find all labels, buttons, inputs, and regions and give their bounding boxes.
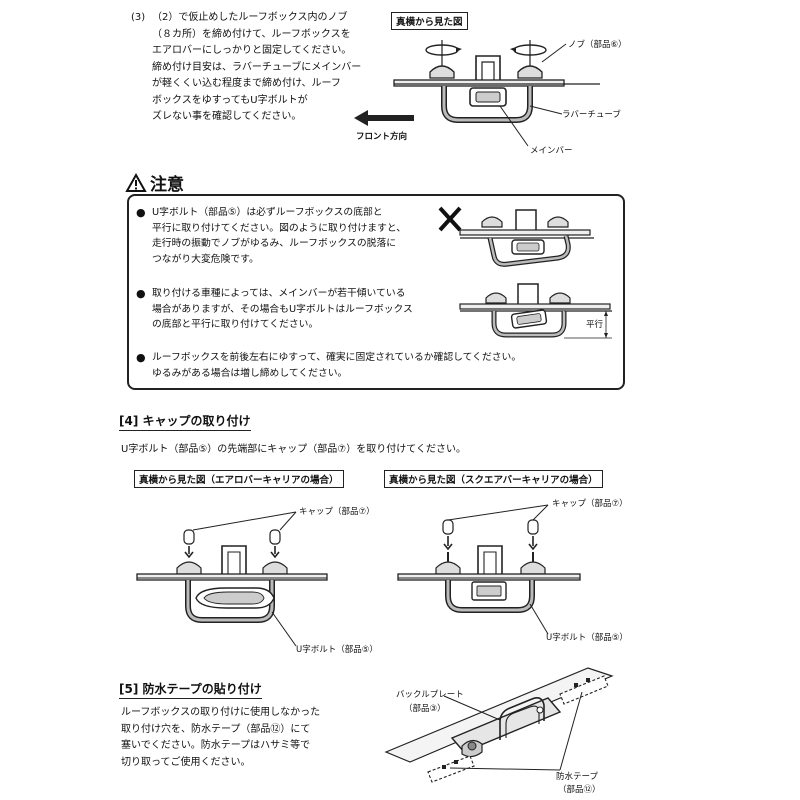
ubolt-label-left: U字ボルト（部品⑤） (296, 645, 378, 655)
ubolt-label-right: U字ボルト（部品⑤） (546, 633, 628, 643)
section4-drawings (136, 504, 581, 647)
caution-line: 取り付ける車種によっては、メインバーが若干傾いている (152, 288, 406, 299)
parallel-label: 平行 (586, 320, 604, 330)
step3-line: （８カ所）を締め付けて、ルーフボックスを (152, 28, 351, 40)
step3-line: 締め付け目安は、ラバーチューブにメインバー (152, 61, 362, 73)
step3-line: が軽くくい込む程度まで締め付け、ルーフ (152, 78, 341, 89)
caution-line: つながり大変危険です。 (152, 253, 259, 265)
bullet: ● (136, 206, 146, 219)
buckle-plate-part-label: （部品③） (404, 704, 446, 714)
cap-label-left: キャップ（部品⑦） (299, 507, 375, 517)
caution-item: ● U字ボルト（部品⑤）は必ずルーフボックスの底部と 平行に取り付けてください。… (136, 205, 406, 267)
fig-left-title: 真横から見た図（エアロバーキャリアの場合） (134, 470, 344, 488)
section5-line: 塞いでください。防水テープはハサミ等で (121, 740, 311, 751)
section4-heading: [4] キャップの取り付け (119, 412, 251, 431)
caution-title: 注意 (150, 175, 184, 195)
warning-icon (125, 172, 147, 192)
step3-number: (3) (131, 12, 146, 23)
caution-item: ● 取り付ける車種によっては、メインバーが若干傾いている 場合がありますが、その… (136, 286, 413, 333)
caution-box (127, 194, 625, 390)
fig-right-title: 真横から見た図（スクエアバーキャリアの場合） (384, 470, 603, 488)
bullet: ● (136, 351, 146, 364)
fig1-drawing (354, 40, 600, 147)
main-bar-label: メインバー (530, 146, 573, 156)
caution-line: ゆるみがある場合は増し締めしてください。 (152, 367, 348, 379)
waterproof-tape-label: 防水テープ (556, 772, 598, 782)
step3-line: ズレない事を確認してください。 (152, 111, 302, 122)
caution-line: 場合がありますが、その場合もU字ボルトはルーフボックス (152, 303, 413, 315)
section5-line: ルーフボックスの取り付けに使用しなかった (121, 707, 321, 718)
section5-line: 取り付け穴を、防水テープ（部品⑫）にて (121, 723, 311, 735)
caution-item: ● ルーフボックスを前後左右にゆすって、確実に固定されているか確認してください。… (136, 350, 521, 381)
caution-line: ルーフボックスを前後左右にゆすって、確実に固定されているか確認してください。 (152, 352, 522, 363)
caution-drawings (438, 206, 612, 339)
section5-line: 切り取ってご使用ください。 (121, 756, 251, 768)
caution-line: U字ボルト（部品⑤）は必ずルーフボックスの底部と (152, 207, 383, 218)
section4-intro: U字ボルト（部品⑤）の先端部にキャップ（部品⑦）を取り付けてください。 (121, 444, 466, 455)
step3-line: （2）で仮止めしたルーフボックス内のノブ (152, 12, 348, 23)
step3-line: ボックスをゆすってもU字ボルトが (152, 94, 308, 106)
knob-label: ノブ（部品⑥） (568, 40, 627, 50)
waterproof-tape-part-label: （部品⑫） (558, 785, 601, 795)
fig1-title: 真横から見た図 (391, 12, 468, 30)
front-direction-label: フロント方向 (356, 132, 408, 142)
caution-line: 平行に取り付けてください。図のように取り付けますと、 (152, 222, 407, 234)
caution-line: 走行時の振動でノブがゆるみ、ルーフボックスの脱落に (152, 238, 397, 249)
section5-text: ルーフボックスの取り付けに使用しなかった 取り付け穴を、防水テープ（部品⑫）にて… (121, 705, 320, 771)
caution-heading: 注意 (125, 170, 184, 195)
buckle-plate-label: バックルプレート (396, 690, 464, 700)
rubber-tube-label: ラバーチューブ (562, 110, 621, 120)
step3-line: エアロバーにしっかりと固定してください。 (152, 45, 352, 56)
section5-heading: [5] 防水テープの貼り付け (119, 680, 262, 699)
bullet: ● (136, 287, 146, 300)
step3-text: （2）で仮止めしたルーフボックス内のノブ （８カ所）を締め付けて、ルーフボックス… (152, 10, 361, 126)
cap-label-right: キャップ（部品⑦） (552, 499, 628, 509)
caution-line: の底部と平行に取り付けてください。 (152, 319, 319, 330)
